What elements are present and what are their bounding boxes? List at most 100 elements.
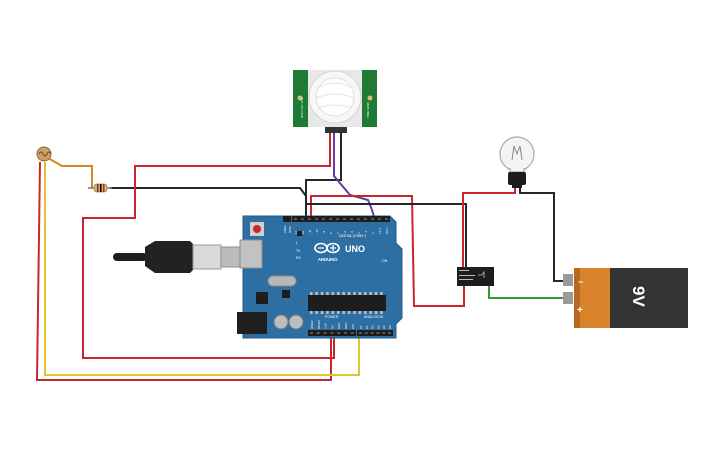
analog-pin-label: A4	[382, 325, 386, 329]
chip-pin	[364, 292, 367, 295]
chip-pin	[331, 311, 335, 314]
power-label: POWER	[325, 315, 339, 319]
wire-yellow-ldr-to-a0[interactable]	[44, 162, 360, 376]
chip-pin	[347, 311, 351, 314]
chip-pin	[310, 292, 313, 295]
digital-pin-hole[interactable]	[336, 218, 339, 220]
chip-pin	[369, 311, 372, 314]
digital-pin-hole[interactable]	[308, 218, 311, 220]
usb-cable[interactable]	[113, 241, 250, 273]
digital-pin-hole[interactable]	[385, 218, 388, 220]
analog-pin-label: A0	[359, 325, 363, 329]
chip-pin	[380, 311, 383, 314]
digital-pin-hole[interactable]	[378, 218, 381, 220]
chip-pin	[326, 292, 329, 295]
wire-red-pin-to-relay[interactable]	[310, 195, 465, 307]
wire-red-ldr-to-5v[interactable]	[35, 161, 332, 381]
digital-pin-hole[interactable]	[350, 218, 353, 220]
battery-9v[interactable]: − + 9V	[563, 268, 688, 328]
digital-pin-label: 4	[357, 232, 361, 234]
power-pin-label: 5V	[330, 325, 334, 329]
chip-pin	[342, 311, 345, 314]
aref-label: AREF	[283, 225, 287, 233]
digital-pin-hole[interactable]	[371, 218, 374, 220]
wire-black-bulb-to-battery[interactable]	[519, 188, 567, 282]
chip-pin	[369, 292, 372, 295]
wire-red-sensor-vcc-to-5v[interactable]	[82, 133, 335, 359]
digital-pin-hole[interactable]	[294, 218, 297, 220]
chip-pin	[342, 292, 345, 295]
chip-pin	[358, 292, 362, 295]
wire-purple-sensor-out[interactable]	[333, 133, 376, 221]
digital-pin-label: ~11	[308, 229, 312, 234]
power-pin-hole[interactable]	[316, 332, 320, 334]
digital-pin-label: TX 1	[378, 228, 382, 234]
analog-pin-label: A5	[388, 325, 392, 329]
analog-pin-hole[interactable]	[382, 332, 386, 334]
power-pin-hole[interactable]	[337, 332, 341, 334]
chip-pin	[337, 311, 340, 314]
analog-pin-hole[interactable]	[376, 332, 380, 334]
digital-pin-hole[interactable]	[329, 218, 332, 220]
digital-pin-label: ~9	[322, 230, 326, 234]
digital-pin-hole[interactable]	[357, 218, 360, 220]
led-l-label: L	[296, 241, 298, 245]
wire-orange-ldr-to-resistor[interactable]	[47, 157, 93, 188]
battery-minus: −	[578, 277, 583, 287]
sensor-right-label: TIME SENS	[366, 102, 370, 118]
power-pin-hole[interactable]	[323, 332, 327, 334]
board-brand: UNO	[345, 244, 365, 254]
analog-pin-hole[interactable]	[359, 332, 362, 334]
analog-pin-hole[interactable]	[364, 332, 368, 334]
wires	[35, 133, 567, 381]
photoresistor[interactable]	[36, 146, 52, 162]
analog-pin-hole[interactable]	[388, 332, 391, 334]
usb-port	[239, 239, 263, 269]
digital-pin-label: ~5	[350, 230, 354, 234]
power-pin-label: RESET	[317, 319, 321, 329]
chip-pin	[315, 311, 318, 314]
digital-pin-label: RX 0	[385, 227, 389, 234]
power-pin-label: VIN	[351, 324, 355, 329]
board-maker: ARDUINO	[318, 257, 338, 262]
wire-red-relay-to-bulb[interactable]	[462, 188, 516, 268]
chip-pin	[326, 311, 329, 314]
chip-pin	[353, 292, 356, 295]
wire-black-resistor-to-gnd[interactable]	[110, 187, 307, 218]
analog-pin-hole[interactable]	[370, 332, 374, 334]
chip-pin	[374, 311, 378, 314]
digital-pin-hole[interactable]	[301, 218, 304, 220]
power-pin-hole[interactable]	[350, 332, 354, 334]
chip-pin	[331, 292, 335, 295]
power-pin-hole[interactable]	[310, 332, 313, 334]
gnd-label: GND	[288, 226, 292, 234]
power-pin-hole[interactable]	[344, 332, 347, 334]
chip-pin	[347, 292, 351, 295]
resistor[interactable]	[88, 183, 112, 193]
digital-pin-hole[interactable]	[315, 218, 318, 220]
relay-module[interactable]	[457, 267, 494, 286]
pir-motion-sensor[interactable]: GND OUT VCC TIME SENS	[293, 70, 377, 133]
arduino-uno-board[interactable]: UNO ARDUINO DIGITAL (PWM~) POWER ANALOG …	[237, 215, 403, 339]
chip-pin	[380, 292, 383, 295]
digital-pin-hole[interactable]	[343, 218, 346, 220]
wire-black-gnd-to-relay[interactable]	[305, 203, 467, 268]
analog-header[interactable]	[357, 330, 393, 336]
digital-header[interactable]	[292, 216, 390, 222]
chip-pin	[320, 292, 324, 295]
digital-pin-hole[interactable]	[322, 218, 325, 220]
digital-pin-hole[interactable]	[364, 218, 367, 220]
analog-label: ANALOG IN	[364, 315, 384, 319]
light-bulb[interactable]	[499, 136, 535, 188]
wire-green-relay-to-battery[interactable]	[488, 285, 567, 299]
power-pin-hole[interactable]	[330, 332, 334, 334]
wire-black-sensor-gnd[interactable]	[305, 133, 342, 220]
battery-label: 9V	[629, 286, 648, 307]
chip-pin	[337, 292, 340, 295]
sensor-left-label: GND OUT VCC	[300, 96, 304, 118]
chip-pin	[310, 311, 313, 314]
digital-pin-label: 13	[294, 230, 298, 234]
power-pin-label: GND	[344, 323, 348, 329]
